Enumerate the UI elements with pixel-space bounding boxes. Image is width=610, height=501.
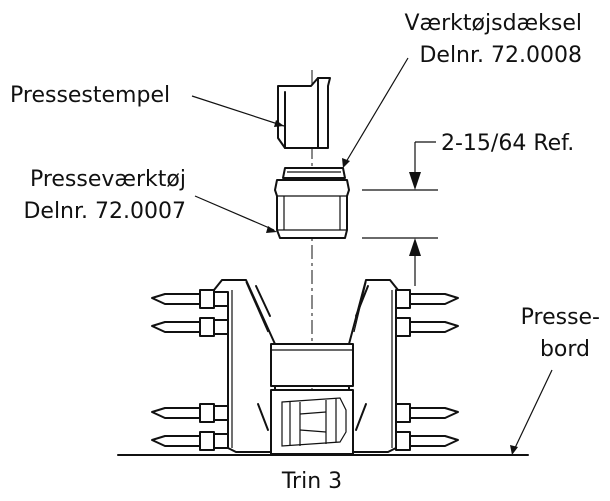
press-tool xyxy=(274,179,350,239)
label-press-bed-line2: bord xyxy=(540,337,590,362)
label-step: Trin 3 xyxy=(281,469,342,494)
label-press-tool-part: Delnr. 72.0007 xyxy=(23,199,186,224)
tool-cover xyxy=(282,167,346,179)
leader-lines xyxy=(191,57,553,455)
label-press-tool-name: Presseværktøj xyxy=(30,167,186,192)
press-ram xyxy=(277,77,331,149)
label-press-ram: Pressestempel xyxy=(10,83,170,108)
fixture-right-arm xyxy=(348,279,399,453)
label-press-bed-line1: Presse- xyxy=(521,305,600,330)
fixture-center-body xyxy=(257,343,367,455)
label-dimension: 2-15/64 Ref. xyxy=(441,131,574,156)
dimension-marker xyxy=(362,141,438,286)
bolts-left xyxy=(151,289,229,451)
bolts-right xyxy=(395,289,459,451)
label-tool-cover-name: Værktøjsdæksel xyxy=(404,11,582,36)
label-tool-cover-part: Delnr. 72.0008 xyxy=(419,43,582,68)
